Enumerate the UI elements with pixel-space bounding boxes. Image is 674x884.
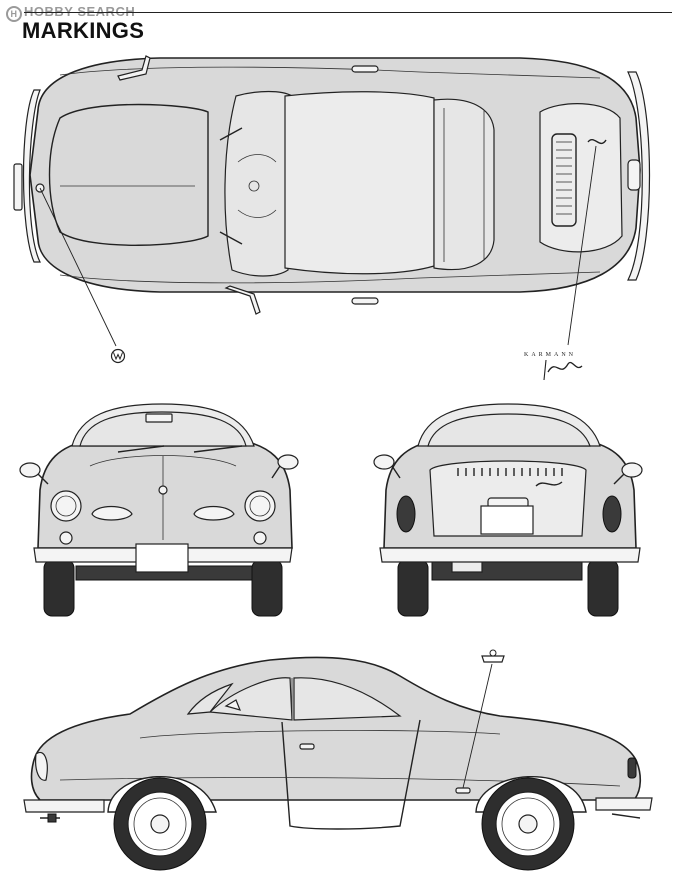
watermark-badge: H [6, 6, 22, 22]
side-view-front-window [208, 677, 293, 721]
top-view-roof [284, 91, 435, 275]
karmann-badge-text: KARMANN [524, 352, 576, 358]
side-view-rear-window [293, 677, 402, 721]
rear-view-license-plate [480, 505, 534, 535]
vw-emblem-marking [110, 348, 126, 364]
header-rule [24, 12, 672, 13]
front-view-license-plate [135, 543, 189, 573]
front-view-vw-emblem [158, 485, 168, 495]
side-view-door [281, 719, 421, 830]
front-view-grille-left [91, 505, 133, 521]
rear-view-taillight-right [602, 495, 622, 533]
front-view-tire-right [251, 559, 283, 617]
top-view-script-mark [587, 139, 607, 145]
rear-view [373, 403, 643, 617]
front-view-headlight-left [50, 490, 82, 522]
fender-badge-marking [481, 649, 505, 663]
top-view-hood [48, 103, 209, 246]
top-view-mirror-left [117, 55, 151, 81]
side-view [23, 649, 653, 871]
front-view-windshield [79, 411, 247, 447]
top-view-rear-bumper [627, 71, 651, 281]
front-view [19, 403, 299, 617]
side-view-rear-bumper [595, 797, 653, 811]
rear-view-engine-grille [457, 468, 563, 476]
rear-view-taillight-left [396, 495, 416, 533]
top-view-rear-window [433, 98, 495, 271]
rear-view-rear-window [427, 413, 591, 447]
top-view-front-bumper [22, 89, 41, 263]
rear-view-tire-right [587, 559, 619, 617]
watermark-text: HOBBY SEARCH [24, 4, 136, 19]
rear-view-bumper [379, 547, 641, 563]
front-view-grille-right [193, 505, 235, 521]
side-view-front-bumper [23, 799, 105, 813]
front-view-tire-left [43, 559, 75, 617]
front-view-headlight-right [244, 490, 276, 522]
side-view-rear-wheel [481, 777, 575, 871]
side-view-fender-badge [455, 787, 471, 794]
top-view: KARMANN [13, 55, 651, 381]
page-title: MARKINGS [22, 18, 145, 43]
karmann-ghia-marking: KARMANN [524, 352, 583, 381]
rear-view-script-mark [535, 481, 563, 487]
side-view-body [30, 656, 642, 801]
top-view-mirror-right [224, 285, 261, 315]
rear-view-tire-left [397, 559, 429, 617]
top-view-engine-lid [539, 103, 623, 253]
side-view-front-wheel [113, 777, 207, 871]
top-view-engine-grille [551, 133, 577, 227]
